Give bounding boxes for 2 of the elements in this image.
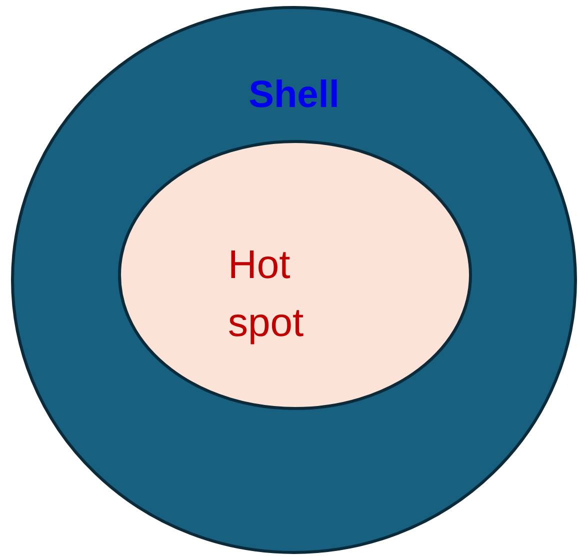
- shell-label: Shell: [248, 73, 340, 118]
- hot-spot-label: Hot spot: [228, 242, 305, 347]
